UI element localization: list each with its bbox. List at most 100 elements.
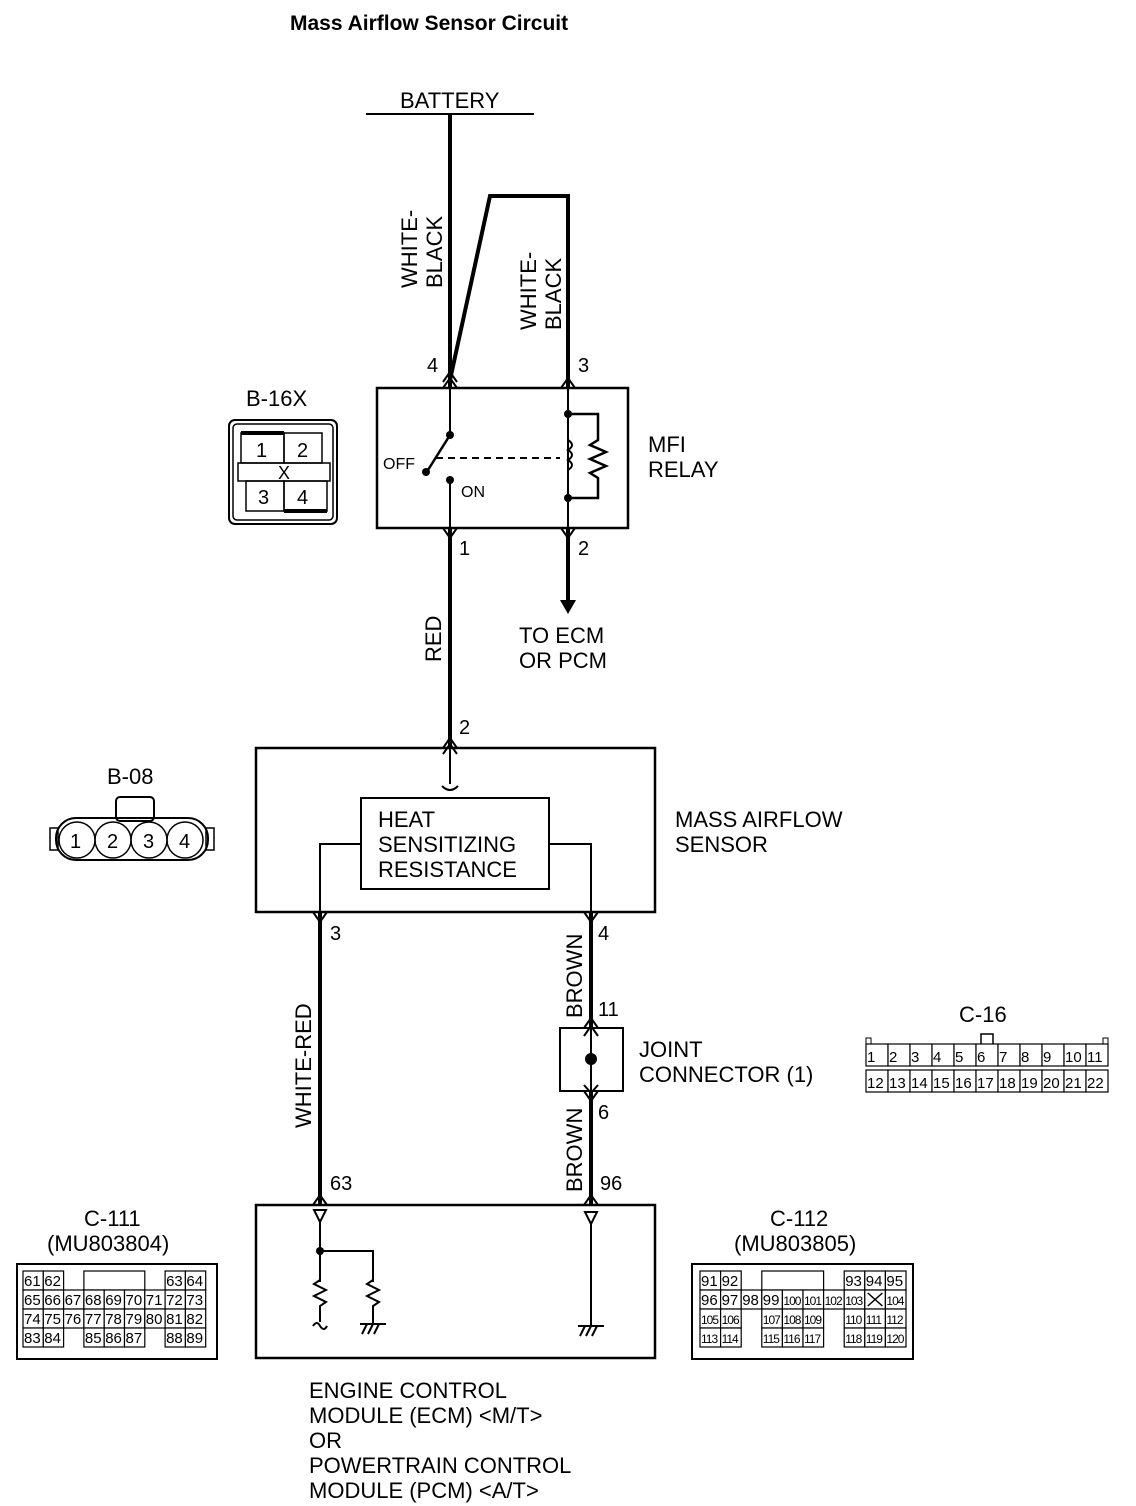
c16-pin-21-label: 21 (1065, 1075, 1082, 1092)
c112-pin-115-label: 115 (763, 1332, 780, 1346)
c112-pin-106-label: 106 (722, 1313, 740, 1327)
c112-pin-109-label: 109 (804, 1313, 822, 1327)
b08-pin-4 (166, 821, 204, 859)
c111-pin-67-label: 67 (65, 1292, 82, 1309)
c112-pin-91-label: 91 (701, 1273, 718, 1290)
c111-pin-73-label: 73 (186, 1292, 203, 1309)
wire-label-white-black-2b: BLACK (541, 258, 566, 330)
c111-pin-66-label: 66 (44, 1292, 61, 1309)
hsr-label-2: SENSITIZING (378, 832, 516, 857)
relay-pin-4: 4 (427, 355, 438, 377)
c112-pin-102-label: 102 (825, 1294, 843, 1308)
c111-pin-83-label: 83 (24, 1330, 41, 1347)
c111-pin-89 (184, 1327, 207, 1348)
c16-pin-4-label: 4 (933, 1049, 941, 1066)
wire-label-white-black-2a: WHITE- (516, 252, 541, 330)
joint-pin-6: 6 (598, 1102, 609, 1124)
ecm-label-5: MODULE (PCM) <A/T> (309, 1478, 539, 1503)
c16-label: C-16 (959, 1002, 1007, 1027)
c111-pin-68-label: 68 (85, 1292, 102, 1309)
b08-pin-label-4: 4 (179, 831, 190, 853)
c16-pin-5-label: 5 (955, 1049, 963, 1066)
to-ecm-label-1: TO ECM (519, 623, 604, 648)
b08-label: B-08 (107, 764, 153, 789)
maf-label-2: SENSOR (675, 832, 768, 857)
c111-pin-61-label: 61 (24, 1273, 41, 1290)
c111-connector-body (16, 1263, 218, 1360)
c16-pin-11-label: 11 (1087, 1049, 1103, 1066)
b08-pin-label-1: 1 (70, 831, 81, 853)
c112-pin-107-label: 107 (763, 1313, 781, 1327)
c111-pin-78-label: 78 (105, 1311, 122, 1328)
ecm-label-4: POWERTRAIN CONTROL (309, 1453, 571, 1478)
relay-resistor-icon (568, 412, 610, 500)
mfi-relay-label-2: RELAY (648, 457, 719, 482)
maf-shield-icon (441, 785, 459, 791)
c112-pin-113-label: 113 (701, 1332, 718, 1346)
relay-pin-1: 1 (459, 538, 470, 560)
joint-label-1: JOINT (639, 1037, 703, 1062)
c16-pin-12-label: 12 (867, 1075, 884, 1092)
c16-pin-10-label: 10 (1065, 1049, 1082, 1066)
b08-side-right (205, 827, 215, 851)
c16-pin-14-label: 14 (911, 1075, 928, 1092)
connector-mark-maf2 (442, 736, 458, 755)
c112-pin-100-label: 100 (783, 1294, 801, 1308)
b16x-pin-label-4: 4 (297, 487, 308, 509)
connector-mark-ecm63 (312, 1193, 328, 1206)
c112-pin-99-label: 99 (763, 1292, 780, 1309)
joint-label-2: CONNECTOR (1) (639, 1062, 813, 1087)
c111-pin-75-label: 75 (44, 1311, 61, 1328)
c112-connector-body (691, 1263, 914, 1360)
c112-pin-114-label: 114 (722, 1332, 739, 1346)
c112-pin-119-label: 119 (866, 1332, 883, 1346)
c111-pin-86-label: 86 (105, 1330, 122, 1347)
c16-pin-3-label: 3 (911, 1049, 919, 1066)
c112-pin-101-label: 101 (804, 1294, 822, 1308)
joint-pin-11: 11 (598, 999, 619, 1021)
c16-pin-7-label: 7 (999, 1049, 1007, 1066)
c16-latch (980, 1033, 994, 1046)
hsr-label-3: RESISTANCE (378, 857, 517, 882)
c111-part: (MU803804) (47, 1231, 169, 1256)
b08-pin-label-2: 2 (107, 831, 118, 853)
c111-pin-81-label: 81 (166, 1311, 183, 1328)
c112-pin-93-label: 93 (845, 1273, 862, 1290)
relay-switch-off-label: OFF (383, 456, 415, 473)
b08-connector-body (55, 817, 209, 861)
ecm-label-1: ENGINE CONTROL (309, 1378, 507, 1403)
c16-pin-19-label: 19 (1021, 1075, 1038, 1092)
b16x-connector-inner (232, 423, 334, 521)
c16-pin-11 (1085, 1043, 1109, 1067)
ecm-pin-63: 63 (330, 1173, 352, 1195)
maf-pin-4: 4 (598, 923, 609, 945)
ecm-label-2: MODULE (ECM) <M/T> (309, 1403, 542, 1428)
c112-pin-97-label: 97 (722, 1292, 739, 1309)
b08-latch (115, 796, 155, 822)
ecm-resistor-2-icon (364, 1279, 382, 1324)
c112-label: C-112 (770, 1206, 828, 1231)
c112-pin-120 (884, 1327, 907, 1348)
c112-pin-110-label: 110 (845, 1313, 862, 1327)
ecm-pin-96: 96 (600, 1173, 622, 1195)
c112-pin-120-label: 120 (886, 1332, 904, 1346)
c111-pin-63-label: 63 (166, 1273, 183, 1290)
c111-pin-87 (123, 1327, 146, 1348)
c112-center-housing (761, 1270, 825, 1291)
maf-internal-wire-right (549, 843, 592, 912)
c111-pin-84 (42, 1327, 65, 1348)
connector-mark-relay4 (442, 370, 458, 389)
b08-side-left (49, 827, 59, 851)
connector-mark-joint11 (583, 1016, 599, 1037)
mfi-relay-label-1: MFI (648, 432, 686, 457)
maf-label-1: MASS AIRFLOW (675, 807, 843, 832)
c111-pin-64-label: 64 (186, 1273, 203, 1290)
c112-pin-112-label: 112 (886, 1313, 903, 1327)
c16-pin-8-label: 8 (1021, 1049, 1029, 1066)
c16-pin-13-label: 13 (889, 1075, 906, 1092)
maf-pin-3: 3 (330, 923, 341, 945)
c111-pin-71-label: 71 (146, 1292, 163, 1309)
c112-pin-118-label: 118 (845, 1332, 862, 1346)
ecm-terminal-96-icon (583, 1211, 599, 1227)
